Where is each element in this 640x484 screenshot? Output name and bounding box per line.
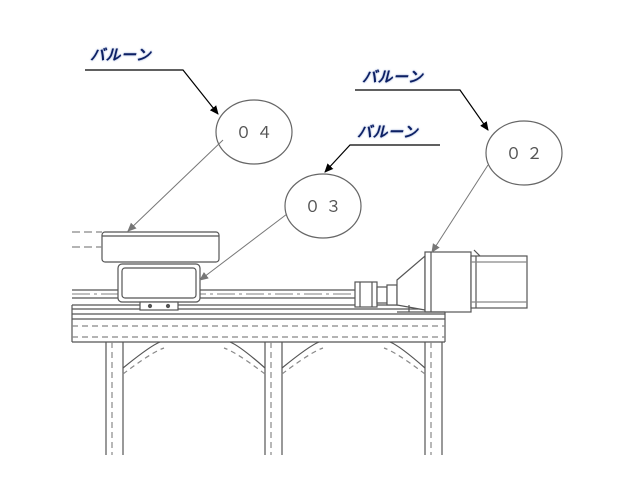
- callout-leader-02: [355, 89, 489, 131]
- callout-leader-04: [85, 69, 219, 115]
- balloon-leaders: [127, 139, 489, 281]
- balloon-03: ０ ３: [284, 173, 362, 239]
- balloon-04-label: ０ ４: [235, 123, 272, 142]
- balloon-02: ０ ２: [485, 120, 563, 186]
- carriage-assembly: [72, 231, 220, 311]
- support-frame: [71, 304, 446, 455]
- linear-shaft: [72, 289, 355, 299]
- callout-leaders: [85, 69, 489, 173]
- drive-motor: [396, 249, 528, 313]
- balloon-02-label: ０ ２: [505, 144, 542, 163]
- callout-label-03: バルーン: [357, 123, 419, 141]
- balloon-03-label: ０ ３: [304, 197, 341, 216]
- balloon-04: ０ ４: [215, 99, 293, 165]
- callout-leader-03: [324, 144, 440, 173]
- shaft-coupling: [354, 281, 398, 308]
- callout-label-04: バルーン: [90, 46, 152, 64]
- callout-label-02: バルーン: [362, 68, 424, 86]
- leader-02: [431, 164, 489, 253]
- leader-03: [199, 213, 288, 281]
- leader-04: [127, 139, 224, 232]
